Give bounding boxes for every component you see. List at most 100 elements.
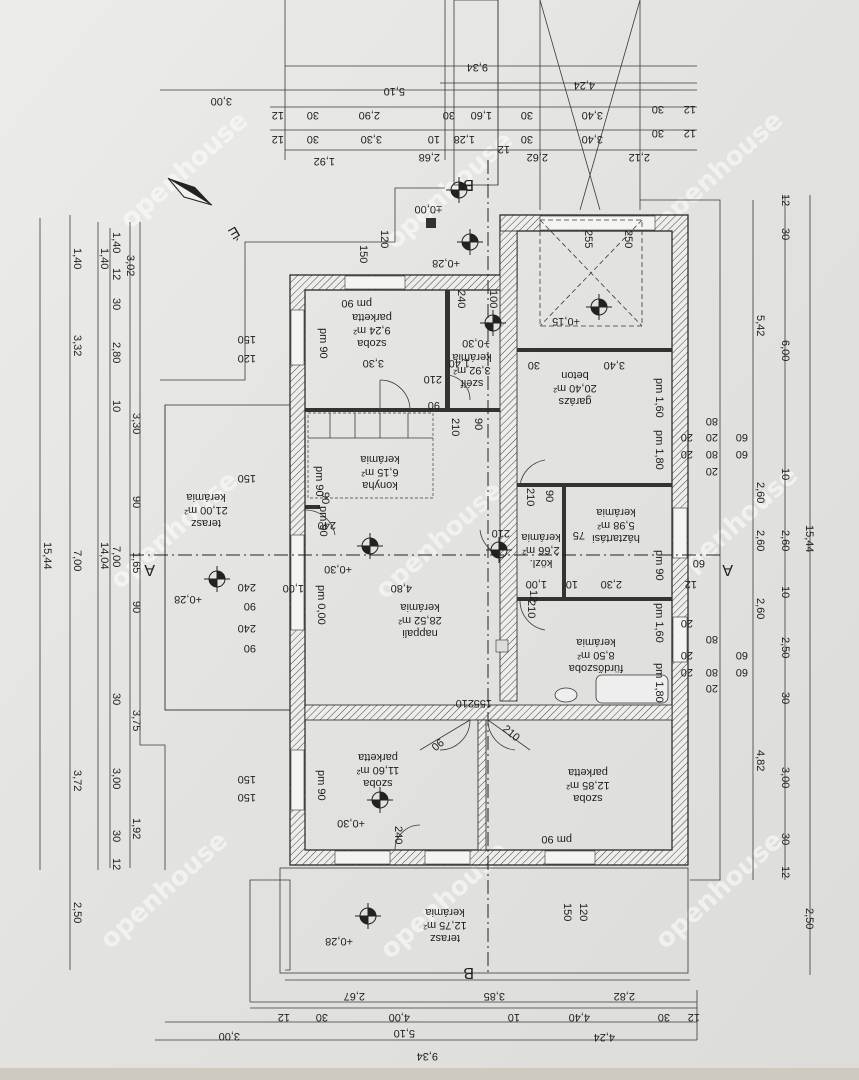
dim-label: 60: [736, 649, 748, 661]
dim-label: 3,30: [130, 413, 142, 434]
room-terasz-south: terasz 12,75 m² kerámia: [423, 906, 467, 944]
dim-label: 20: [681, 649, 693, 661]
level-marker-icon: [457, 229, 483, 255]
dim-label: 20: [706, 465, 718, 477]
room-area: 11,60 m²: [356, 764, 399, 776]
dim-label: pm 90: [315, 770, 327, 801]
dim-label: 20: [706, 682, 718, 694]
dim-label: 1,00: [526, 578, 547, 590]
dim-label: 150: [357, 245, 369, 263]
dim-label: 30: [779, 228, 791, 240]
dim-label: 3,00: [779, 767, 791, 788]
room-name: háztartási: [592, 532, 640, 544]
dim-label: 1,40: [449, 357, 470, 369]
dim-label: 30: [528, 359, 540, 371]
dim-label: 30: [110, 693, 122, 705]
dim-label: 15,44: [41, 542, 53, 570]
dim-label: 210: [492, 527, 510, 539]
dim-label: 20: [681, 666, 693, 678]
dim-label: 9,34: [417, 1050, 438, 1062]
dim-label: 4,24: [594, 1031, 615, 1043]
dim-label: 90: [130, 496, 142, 508]
room-floor: beton: [561, 369, 589, 381]
dim-label: 30: [110, 298, 122, 310]
dim-label: 1,60: [471, 109, 492, 121]
dim-label: 3,30: [361, 133, 382, 145]
dim-label: 12: [498, 143, 510, 155]
room-name: konyha: [361, 479, 397, 491]
dim-label: 30: [316, 1011, 328, 1023]
room-area: 8,50 m²: [577, 649, 615, 661]
room-name: szoba: [356, 337, 386, 349]
dim-label: 1,92: [130, 818, 142, 839]
dim-label: 12: [272, 133, 284, 145]
dim-label: 3,75: [130, 710, 142, 731]
top-dimension-labels: 9,34 3,00 5,10 4,24 12 30 2,90 30 1,60 3…: [211, 61, 696, 167]
room-szoba-2: szoba 11,60 m² parketta: [356, 751, 399, 789]
dim-label: pm 90: [541, 833, 572, 845]
dim-label: 12: [684, 103, 696, 115]
room-name: terasz: [430, 932, 460, 944]
dim-label: 240: [238, 622, 256, 634]
right-dimension-labels: 15,44 2,50 5,42 2,60 2,60 2,60 4,82 12 3…: [754, 194, 815, 929]
room-area: 21,00 m²: [184, 504, 228, 516]
dim-label: 7,00: [71, 550, 83, 571]
room-area: 12,75 m²: [423, 919, 467, 931]
dim-label: 2,80: [110, 342, 122, 363]
dim-label: 15,44: [803, 525, 815, 553]
level-label: +0,28: [174, 593, 202, 605]
level-marker-icon: [367, 787, 393, 813]
dim-label: 10: [779, 586, 791, 598]
dim-label: 90: [319, 492, 331, 504]
dim-label: 6,00: [779, 340, 791, 361]
dim-label: pm 90: [653, 550, 665, 581]
room-name: fürdőszoba: [568, 662, 623, 674]
right-dimensions: [752, 195, 811, 975]
dim-label: 80: [706, 666, 718, 678]
dim-label: 80: [706, 415, 718, 427]
dim-label: pm 1,80: [653, 663, 665, 703]
room-floor: parketta: [357, 751, 398, 763]
room-konyha: konyha 6,15 m² kerámia: [360, 453, 400, 491]
door-swings: [304, 374, 546, 851]
dim-label: 240: [238, 581, 256, 593]
level-label: +0,30: [324, 563, 352, 575]
room-floor: kerámia: [452, 351, 492, 363]
dim-label: 120: [238, 352, 256, 364]
room-name: terasz: [191, 517, 221, 529]
dim-label: 120: [577, 903, 589, 921]
dim-label: 4,00: [389, 1011, 410, 1023]
top-dimensions: [160, 0, 697, 211]
room-nappali: nappali 28,52 m² kerámia: [398, 601, 442, 639]
level-marker-icon: [204, 566, 230, 592]
dim-label: 1,00: [283, 582, 304, 594]
room-area: 9,24 m²: [353, 324, 391, 336]
dim-label: 210: [456, 697, 474, 709]
level-label: +0,30: [462, 337, 490, 349]
dim-label: 30: [307, 109, 319, 121]
dim-label: 2,60: [754, 482, 766, 503]
dim-label: 2,67: [344, 990, 365, 1002]
dim-label: 30: [521, 109, 533, 121]
dim-label: 2,82: [614, 990, 635, 1002]
bottom-dimension-labels: 2,67 3,85 2,82 12 30 4,00 10 4,40 30 12 …: [219, 990, 700, 1062]
room-floor: kerámia: [400, 601, 440, 613]
dim-label: 60: [736, 448, 748, 460]
dim-label: pm 90: [317, 506, 329, 537]
dim-label: 3,72: [71, 770, 83, 791]
dim-label: 150: [238, 773, 256, 785]
dim-label: 2,90: [359, 109, 380, 121]
dim-label: 1,65: [130, 552, 142, 573]
dim-label: 12: [272, 109, 284, 121]
dim-label: 150: [238, 333, 256, 345]
dim-label: pm 0,00: [315, 585, 327, 625]
dim-label: pm 1,80: [653, 430, 665, 470]
dim-label: 10: [508, 1011, 520, 1023]
dim-label: 240: [392, 826, 404, 844]
dim-label: 90: [244, 600, 256, 612]
room-szelf: szélf 3,92 m² kerámia: [452, 351, 492, 389]
dim-label: pm 90: [313, 466, 325, 497]
dim-label: 10: [428, 133, 440, 145]
dim-label: 30: [521, 133, 533, 145]
